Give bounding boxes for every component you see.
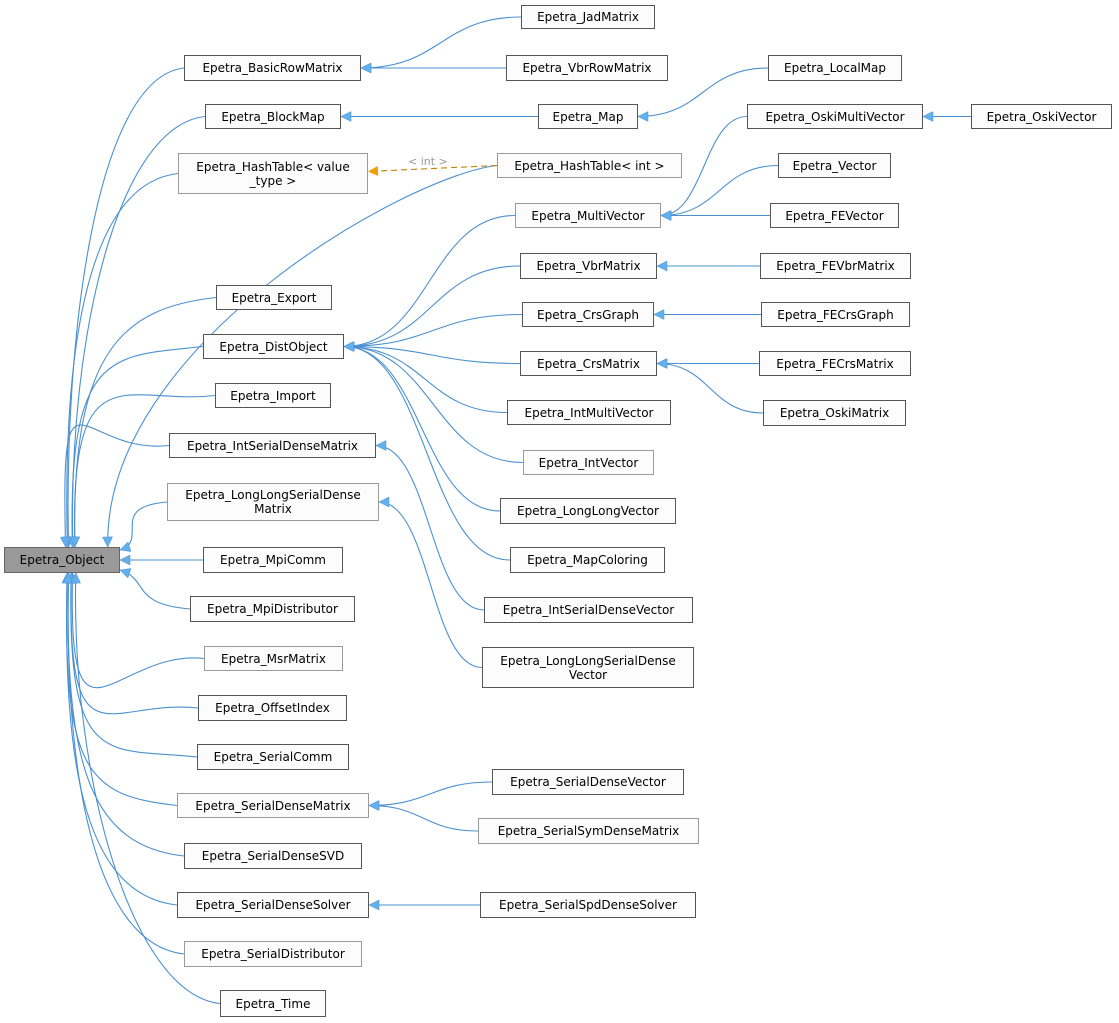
- class-node-epetra-longlongvector[interactable]: Epetra_LongLongVector: [500, 498, 676, 524]
- class-node-epetra-longlongserialdense-matrix[interactable]: Epetra_LongLongSerialDense Matrix: [167, 483, 379, 521]
- inheritance-edge: [72, 345, 204, 548]
- class-node-epetra-vbrrowmatrix[interactable]: Epetra_VbrRowMatrix: [506, 55, 668, 81]
- class-node-epetra-fevector[interactable]: Epetra_FEVector: [770, 203, 899, 228]
- inheritance-edge: [67, 573, 178, 906]
- inheritance-edge: [361, 16, 522, 68]
- class-node-epetra-mapcoloring[interactable]: Epetra_MapColoring: [510, 547, 665, 573]
- class-node-epetra-mpidistributor[interactable]: Epetra_MpiDistributor: [190, 596, 355, 622]
- inheritance-edge: [65, 424, 170, 547]
- inheritance-edge: [68, 67, 185, 547]
- class-node-epetra-offsetindex[interactable]: Epetra_OffsetIndex: [198, 695, 347, 721]
- class-node-epetra-oskivector[interactable]: Epetra_OskiVector: [971, 104, 1112, 129]
- inheritance-edge: [638, 67, 769, 117]
- class-node-epetra-vector[interactable]: Epetra_Vector: [778, 153, 891, 178]
- class-node-epetra-map[interactable]: Epetra_Map: [538, 104, 638, 129]
- class-node-epetra-mpicomm[interactable]: Epetra_MpiComm: [203, 547, 343, 573]
- class-node-epetra-oskimultivector[interactable]: Epetra_OskiMultiVector: [747, 104, 923, 129]
- class-node-epetra-serialcomm[interactable]: Epetra_SerialComm: [197, 744, 349, 770]
- template-argument-label: < int >: [408, 155, 448, 168]
- class-node-epetra-serialspddensesolver[interactable]: Epetra_SerialSpdDenseSolver: [480, 892, 696, 918]
- inheritance-edge: [661, 115, 748, 216]
- inheritance-edge: [376, 446, 485, 611]
- inheritance-edge: [68, 573, 185, 955]
- inheritance-edge: [67, 573, 178, 807]
- class-node-epetra-fecrsgraph[interactable]: Epetra_FECrsGraph: [761, 302, 910, 327]
- inheritance-edge: [120, 570, 191, 610]
- class-node-epetra-serialsymdensematrix[interactable]: Epetra_SerialSymDenseMatrix: [478, 818, 699, 844]
- class-node-epetra-serialdensesolver[interactable]: Epetra_SerialDenseSolver: [177, 892, 369, 918]
- inheritance-edge: [76, 573, 221, 1005]
- inheritance-edge: [344, 347, 524, 464]
- class-node-epetra-localmap[interactable]: Epetra_LocalMap: [768, 55, 902, 81]
- class-node-epetra-object: Epetra_Object: [4, 547, 120, 573]
- class-node-epetra-multivector[interactable]: Epetra_MultiVector: [515, 203, 661, 228]
- class-node-epetra-oskimatrix[interactable]: Epetra_OskiMatrix: [763, 400, 906, 426]
- inheritance-edge: [657, 364, 764, 414]
- class-node-epetra-export[interactable]: Epetra_Export: [216, 285, 332, 310]
- inheritance-edge: [67, 172, 179, 548]
- class-node-epetra-intvector[interactable]: Epetra_IntVector: [523, 450, 654, 475]
- class-node-epetra-fevbrmatrix[interactable]: Epetra_FEVbrMatrix: [760, 253, 911, 279]
- class-node-epetra-fecrsmatrix[interactable]: Epetra_FECrsMatrix: [759, 351, 911, 376]
- inheritance-edge: [344, 265, 521, 347]
- inheritance-edge: [379, 502, 483, 669]
- class-node-epetra-crsgraph[interactable]: Epetra_CrsGraph: [522, 302, 654, 327]
- template-instance-edge: [367, 164, 498, 177]
- class-node-epetra-serialdensematrix[interactable]: Epetra_SerialDenseMatrix: [177, 793, 369, 818]
- class-node-epetra-hashtable-int[interactable]: Epetra_HashTable< int >: [497, 153, 682, 178]
- inheritance-edge: [120, 501, 168, 550]
- inheritance-edge: [74, 394, 216, 547]
- inheritance-edge: [344, 214, 516, 347]
- class-node-epetra-hashtable-value-type[interactable]: Epetra_HashTable< value _type >: [178, 153, 368, 194]
- class-node-epetra-serialdistributor[interactable]: Epetra_SerialDistributor: [184, 941, 362, 967]
- class-node-epetra-crsmatrix[interactable]: Epetra_CrsMatrix: [520, 351, 657, 376]
- class-node-epetra-import[interactable]: Epetra_Import: [215, 383, 331, 408]
- class-node-epetra-jadmatrix[interactable]: Epetra_JadMatrix: [521, 5, 655, 29]
- class-node-epetra-longlongserialdense-vector[interactable]: Epetra_LongLongSerialDense Vector: [482, 647, 694, 688]
- inheritance-edge: [344, 347, 501, 512]
- class-node-epetra-intserialdensevector[interactable]: Epetra_IntSerialDenseVector: [484, 597, 693, 623]
- inheritance-edge: [72, 573, 205, 689]
- inheritance-edge: [369, 781, 493, 806]
- class-node-epetra-intserialdensematrix[interactable]: Epetra_IntSerialDenseMatrix: [169, 433, 376, 458]
- class-node-epetra-vbrmatrix[interactable]: Epetra_VbrMatrix: [520, 253, 657, 279]
- inheritance-edge: [344, 347, 511, 561]
- inheritance-edge: [344, 313, 523, 347]
- inheritance-edge: [369, 806, 479, 832]
- class-node-epetra-basicrowmatrix[interactable]: Epetra_BasicRowMatrix: [184, 55, 361, 81]
- inheritance-edge: [71, 573, 199, 715]
- inheritance-edge: [71, 573, 198, 758]
- inheritance-edge: [661, 164, 779, 216]
- class-node-epetra-serialdensevector[interactable]: Epetra_SerialDenseVector: [492, 769, 684, 795]
- class-node-epetra-msrmatrix[interactable]: Epetra_MsrMatrix: [204, 646, 343, 671]
- class-node-epetra-time[interactable]: Epetra_Time: [220, 990, 326, 1017]
- inheritance-edge: [344, 347, 508, 414]
- class-node-epetra-blockmap[interactable]: Epetra_BlockMap: [205, 104, 341, 129]
- class-node-epetra-distobject[interactable]: Epetra_DistObject: [203, 334, 344, 359]
- class-node-epetra-intmultivector[interactable]: Epetra_IntMultiVector: [507, 400, 671, 425]
- class-node-epetra-serialdensesvd[interactable]: Epetra_SerialDenseSVD: [184, 843, 362, 869]
- inheritance-edge: [344, 347, 521, 365]
